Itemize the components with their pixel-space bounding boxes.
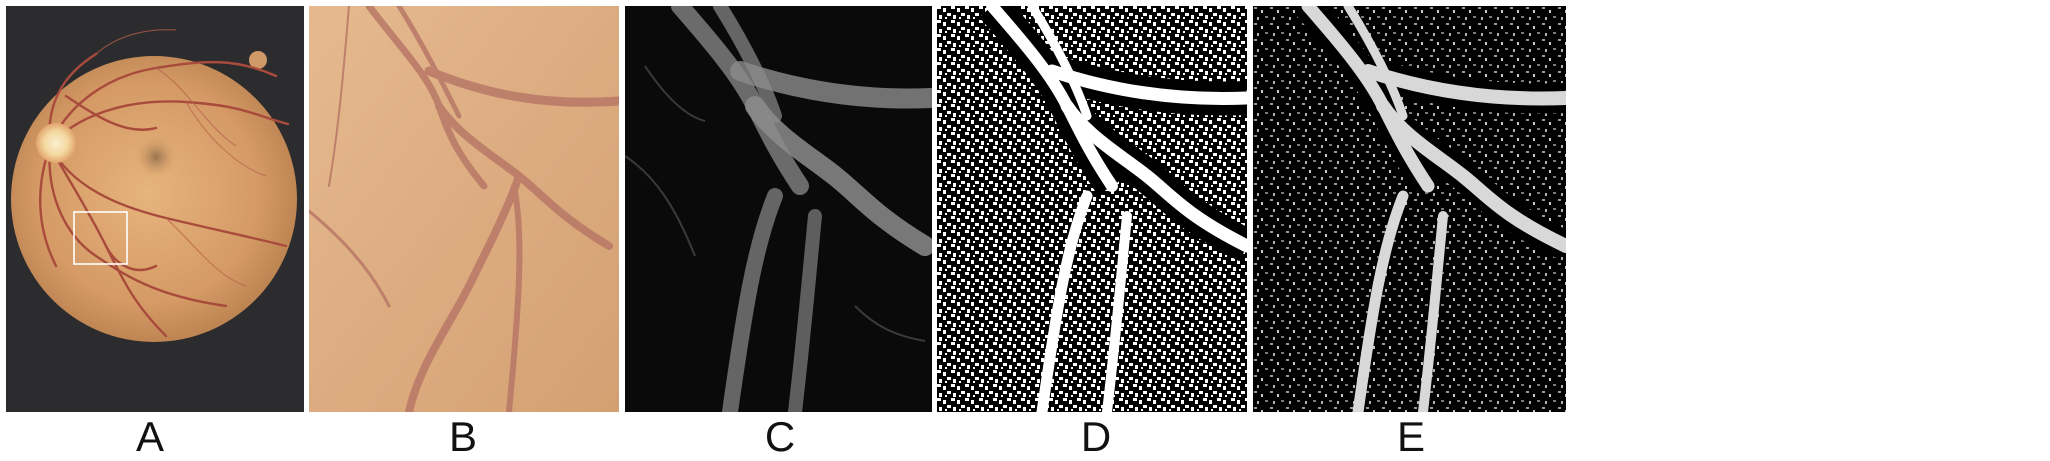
panel-label-e: E: [1396, 413, 1425, 460]
optic-disc: [36, 123, 76, 163]
probability-vessels: [1301, 6, 1566, 412]
panel-label-d: D: [1080, 413, 1112, 460]
vessel-enhancement-map: [625, 6, 932, 412]
enhanced-vessels: [671, 6, 932, 412]
segmented-vessels: [986, 6, 1247, 412]
panel-label-b: B: [448, 413, 477, 460]
macula: [136, 137, 176, 177]
panel-d-binary-segmentation: [937, 6, 1247, 412]
binary-segmentation: [937, 6, 1247, 412]
panel-label-a: A: [135, 413, 164, 460]
panel-c-enhancement-map: [625, 6, 932, 412]
panel-e-probability-segmentation: [1253, 6, 1566, 412]
retina: [11, 56, 297, 342]
panel-label-c: C: [764, 413, 796, 460]
panel-a-fundus-image: [6, 6, 304, 412]
panel-b-zoomed-crop: [309, 6, 619, 412]
inset-highlight-box: [73, 211, 128, 265]
zoomed-fundus-crop: [309, 6, 619, 412]
crop-vessels: [309, 6, 619, 412]
fundus-photograph: [6, 6, 304, 412]
probability-segmentation: [1253, 6, 1566, 412]
